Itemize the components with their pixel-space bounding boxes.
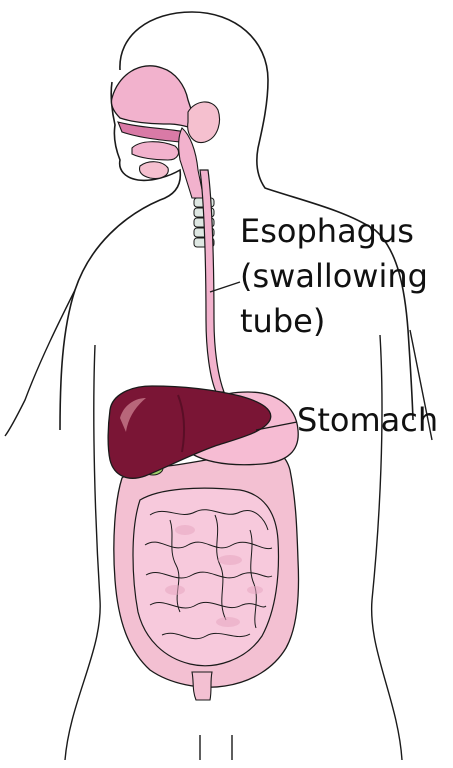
nasal-cavity bbox=[111, 66, 200, 130]
rectum bbox=[192, 672, 212, 700]
body-outline-torso-right bbox=[372, 335, 402, 760]
esophagus-label-line-3: tube) bbox=[240, 302, 325, 340]
esophagus-label-line-1: Esophagus bbox=[240, 212, 414, 250]
body-outline-crotch bbox=[200, 735, 232, 760]
salivary-gland-upper bbox=[188, 102, 220, 143]
stomach-label: Stomach bbox=[297, 401, 438, 439]
esophagus-leader-line bbox=[210, 282, 240, 292]
tongue bbox=[132, 142, 179, 160]
small-intestine bbox=[133, 488, 278, 666]
body-outline-left-arm bbox=[5, 290, 75, 436]
body-outline-torso-left bbox=[65, 345, 100, 760]
esophagus-label-line-2: (swallowing bbox=[240, 257, 428, 295]
salivary-gland-lower bbox=[139, 162, 168, 179]
